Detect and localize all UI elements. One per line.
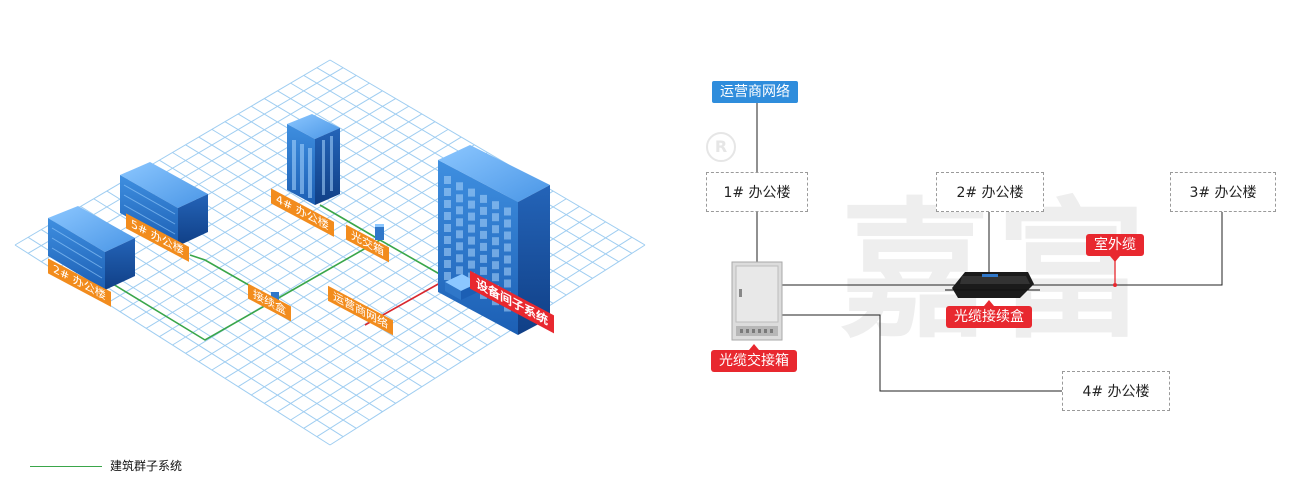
operator-network-label: 运营商网络 [712, 81, 798, 103]
green-cable-lines [89, 204, 451, 341]
building-3-box: 3# 办公楼 [1170, 172, 1276, 212]
legend-label: 建筑群子系统 [110, 459, 183, 473]
fiber-cabinet-label: 光缆交接箱 [711, 344, 797, 372]
building-4-box: 4# 办公楼 [1062, 371, 1170, 411]
fiber-cabinet-device [375, 224, 384, 240]
splice-box-label: 光缆接续盒 [946, 300, 1032, 328]
legend-line [30, 466, 102, 467]
fiber-cabinet-illustration [731, 261, 783, 341]
splice-box-illustration [945, 272, 1040, 298]
outdoor-cable-label: 室外缆 [1086, 234, 1144, 262]
building-2-box: 2# 办公楼 [936, 172, 1044, 212]
registered-mark: R [706, 132, 736, 162]
building-1-box: 1# 办公楼 [706, 172, 808, 212]
building-2 [48, 206, 135, 290]
building-4 [287, 114, 340, 205]
building-5 [120, 162, 208, 246]
